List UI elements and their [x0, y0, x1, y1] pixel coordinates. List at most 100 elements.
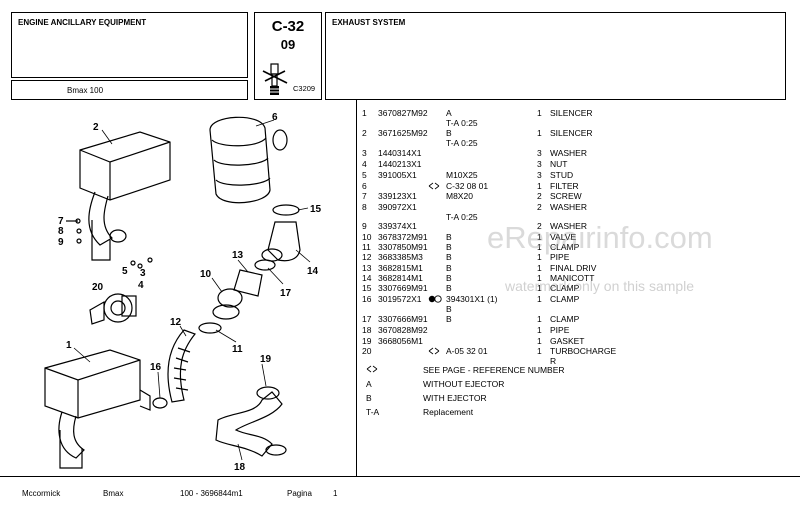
group-title: EXHAUST SYSTEM [332, 18, 406, 27]
model-label: Bmax 100 [67, 86, 104, 95]
part-note: B [446, 252, 452, 262]
callout-1: 1 [66, 340, 72, 351]
section-title: ENGINE ANCILLARY EQUIPMENT [18, 18, 147, 27]
callout-3: 3 [140, 268, 146, 279]
model-box: Bmax 100 [11, 80, 248, 100]
page-code-box: C-32 09 C3209 [254, 12, 322, 100]
legend-text-a: WITHOUT EJECTOR [423, 379, 505, 389]
callout-12: 12 [170, 317, 182, 328]
part-number-index: 10 [362, 232, 372, 242]
legend-text-b: WITH EJECTOR [423, 393, 487, 403]
part-number-index: 13 [362, 263, 372, 273]
page-subcode: 09 [280, 37, 296, 52]
part-description: VALVE [550, 232, 577, 242]
part-quantity: 1 [537, 108, 542, 118]
part-number-index: 5 [362, 170, 367, 180]
part-quantity: 1 [537, 128, 542, 138]
part-note: 394301X1 (1) [446, 294, 498, 304]
part-description: CLAMP [550, 314, 580, 324]
page-ref-code: C3209 [293, 84, 316, 93]
callout-18: 18 [234, 462, 246, 473]
part-note: B [446, 242, 452, 252]
callout-7: 7 [58, 216, 64, 227]
part-description: CLAMP [550, 294, 580, 304]
part-subnote: T-A 0:25 [446, 138, 478, 148]
part-quantity: 1 [537, 181, 542, 191]
part-quantity: 2 [537, 202, 542, 212]
part-description: FILTER [550, 181, 579, 191]
footer-page-no: 1 [333, 489, 338, 498]
exhaust-icon [262, 63, 288, 95]
part-description: FINAL DRIV [550, 263, 597, 273]
part-quantity: 2 [537, 191, 542, 201]
part-quantity: 1 [537, 263, 542, 273]
page-code: C-32 [271, 18, 305, 35]
part-quantity: 3 [537, 170, 542, 180]
part-quantity: 1 [537, 336, 542, 346]
legend-key-b: B [366, 393, 372, 403]
part-note: B [446, 314, 452, 324]
part-subnote: R [550, 356, 557, 366]
callout-2: 2 [93, 122, 99, 133]
part-number-index: 4 [362, 159, 367, 169]
part-quantity: 1 [537, 273, 542, 283]
reference-arrow-icon [428, 182, 440, 190]
part-description: WASHER [550, 202, 587, 212]
part-number-index: 12 [362, 252, 372, 262]
part-number-index: 2 [362, 128, 367, 138]
part-note: A [446, 108, 452, 118]
part-note: B [446, 283, 452, 293]
part-description: STUD [550, 170, 574, 180]
part-row: 13 3682815M1 B 1 FINAL DRIV [362, 263, 792, 273]
callout-10: 10 [200, 269, 212, 280]
callout-8: 8 [58, 226, 64, 237]
part-note: B [446, 263, 452, 273]
part-number-index: 8 [362, 202, 367, 212]
part-code: 391005X1 [378, 170, 417, 180]
part-description: CLAMP [550, 242, 580, 252]
part-code: 339374X1 [378, 221, 417, 231]
part-number-index: 15 [362, 283, 372, 293]
callout-13: 13 [232, 250, 244, 261]
exploded-diagram: 2 7 8 9 5 3 4 20 6 15 14 13 17 10 11 12 … [44, 112, 322, 473]
part-note: B [446, 232, 452, 242]
callout-16: 16 [150, 362, 162, 373]
part-quantity: 1 [537, 242, 542, 252]
part-number-index: 14 [362, 273, 372, 283]
group-title-box: EXHAUST SYSTEM [325, 12, 786, 100]
part-code: 1440213X1 [378, 159, 422, 169]
part-number-index: 9 [362, 221, 367, 231]
part-quantity: 1 [537, 314, 542, 324]
part-note: B [446, 273, 452, 283]
callout-9: 9 [58, 237, 64, 248]
part-code: 390972X1 [378, 202, 417, 212]
divider [0, 476, 800, 477]
callout-20: 20 [92, 282, 104, 293]
part-code: 3670827M92 [378, 108, 428, 118]
footer-doc: 100 - 3696844m1 [180, 489, 243, 498]
part-code: 3683385M3 [378, 252, 423, 262]
part-quantity: 1 [537, 346, 542, 356]
kit-symbol-icon [428, 295, 442, 303]
part-note: B [446, 128, 452, 138]
callout-15: 15 [310, 204, 322, 215]
part-code: 3682815M1 [378, 263, 423, 273]
part-description: WASHER [550, 221, 587, 231]
part-number-index: 11 [362, 242, 371, 252]
legend-text-ta: Replacement [423, 407, 474, 417]
part-number-index: 16 [362, 294, 372, 304]
part-quantity: 1 [537, 252, 542, 262]
watermark-notice: watermark only on this sample [505, 278, 695, 294]
